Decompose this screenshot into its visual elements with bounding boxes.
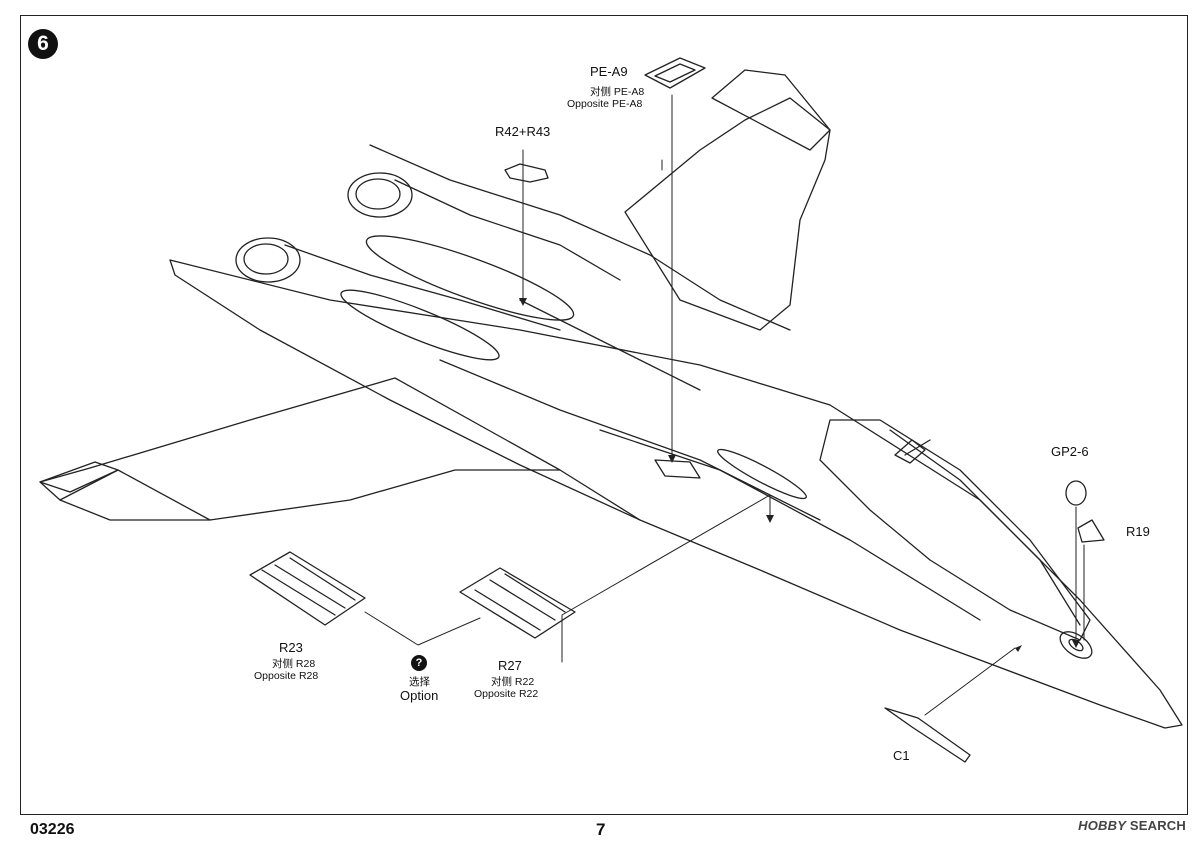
label-r42-r43: R42+R43 bbox=[495, 124, 551, 139]
label-r27-en: Opposite R22 bbox=[474, 688, 539, 700]
arrow-heads bbox=[519, 298, 1080, 652]
label-c1: C1 bbox=[893, 748, 910, 763]
watermark: HOBBY SEARCH bbox=[1078, 818, 1186, 833]
question-option-icon: ? bbox=[411, 655, 427, 671]
loose-parts bbox=[249, 57, 1105, 763]
label-gp2-6: GP2-6 bbox=[1051, 444, 1089, 459]
watermark-text: SEARCH bbox=[1129, 818, 1186, 833]
kit-code: 03226 bbox=[30, 821, 75, 838]
label-r23-en: Opposite R28 bbox=[254, 670, 319, 682]
label-pe-a9-en: Opposite PE-A8 bbox=[567, 98, 643, 110]
label-r23-cn: 对侧 R28 bbox=[272, 658, 316, 670]
watermark-logo: HOBBY bbox=[1078, 818, 1127, 833]
label-r27: R27 bbox=[498, 658, 522, 673]
label-pe-a9-cn: 对侧 PE-A8 bbox=[590, 86, 645, 98]
step-number-badge: 6 bbox=[28, 29, 58, 59]
page-number: 7 bbox=[596, 820, 606, 839]
label-r19: R19 bbox=[1126, 524, 1150, 539]
label-r27-cn: 对侧 R22 bbox=[491, 676, 535, 688]
page-frame bbox=[20, 15, 1188, 815]
label-pe-a9: PE-A9 bbox=[590, 64, 628, 79]
leader-lines bbox=[364, 94, 1085, 716]
label-option-cn: 选择 bbox=[409, 676, 430, 688]
label-option-en: Option bbox=[400, 688, 439, 703]
label-r23: R23 bbox=[279, 640, 303, 655]
aircraft-outline bbox=[39, 69, 1183, 729]
